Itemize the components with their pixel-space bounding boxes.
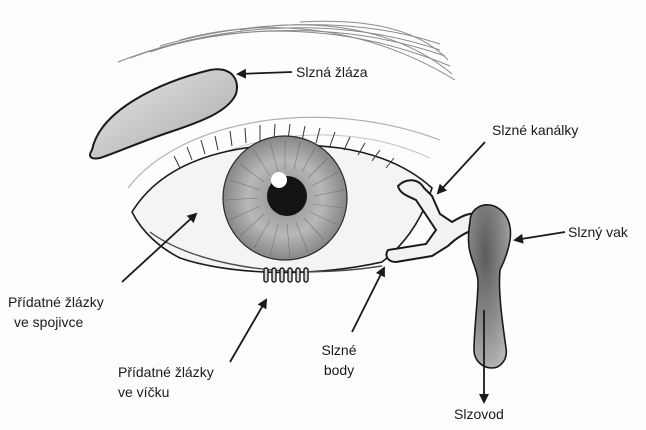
label-lacrimal-puncta-line2: body — [316, 360, 362, 380]
arrow-eyelid-glands — [230, 300, 266, 362]
label-lacrimal-canaliculi: Slzné kanálky — [492, 120, 578, 140]
label-eyelid-glands: Přídatné žlázky ve víčku — [118, 362, 214, 402]
label-lacrimal-sac: Slzný vak — [568, 222, 628, 242]
arrow-lacrimal-sac — [515, 232, 565, 240]
arrow-puncta — [352, 268, 384, 332]
pupil-highlight — [271, 172, 287, 188]
label-conjunctival-glands-line1: Přídatné žlázky — [8, 292, 104, 312]
label-lacrimal-gland: Slzná žláza — [296, 62, 368, 82]
lacrimal-gland-shape — [90, 69, 237, 158]
label-eyelid-glands-line1: Přídatné žlázky — [118, 362, 214, 382]
eyebrow — [118, 21, 455, 80]
label-conjunctival-glands: Přídatné žlázky ve spojivce — [8, 292, 104, 332]
label-conjunctival-glands-line2: ve spojivce — [8, 312, 104, 332]
label-eyelid-glands-line2: ve víčku — [118, 382, 214, 402]
label-lacrimal-puncta-line1: Slzné — [316, 340, 362, 360]
lacrimal-sac-shape — [469, 205, 511, 368]
label-lacrimal-puncta: Slzné body — [316, 340, 362, 380]
arrow-canaliculi — [438, 142, 485, 193]
label-nasolacrimal-duct: Slzovod — [454, 404, 504, 424]
arrow-lacrimal-gland — [238, 72, 292, 74]
